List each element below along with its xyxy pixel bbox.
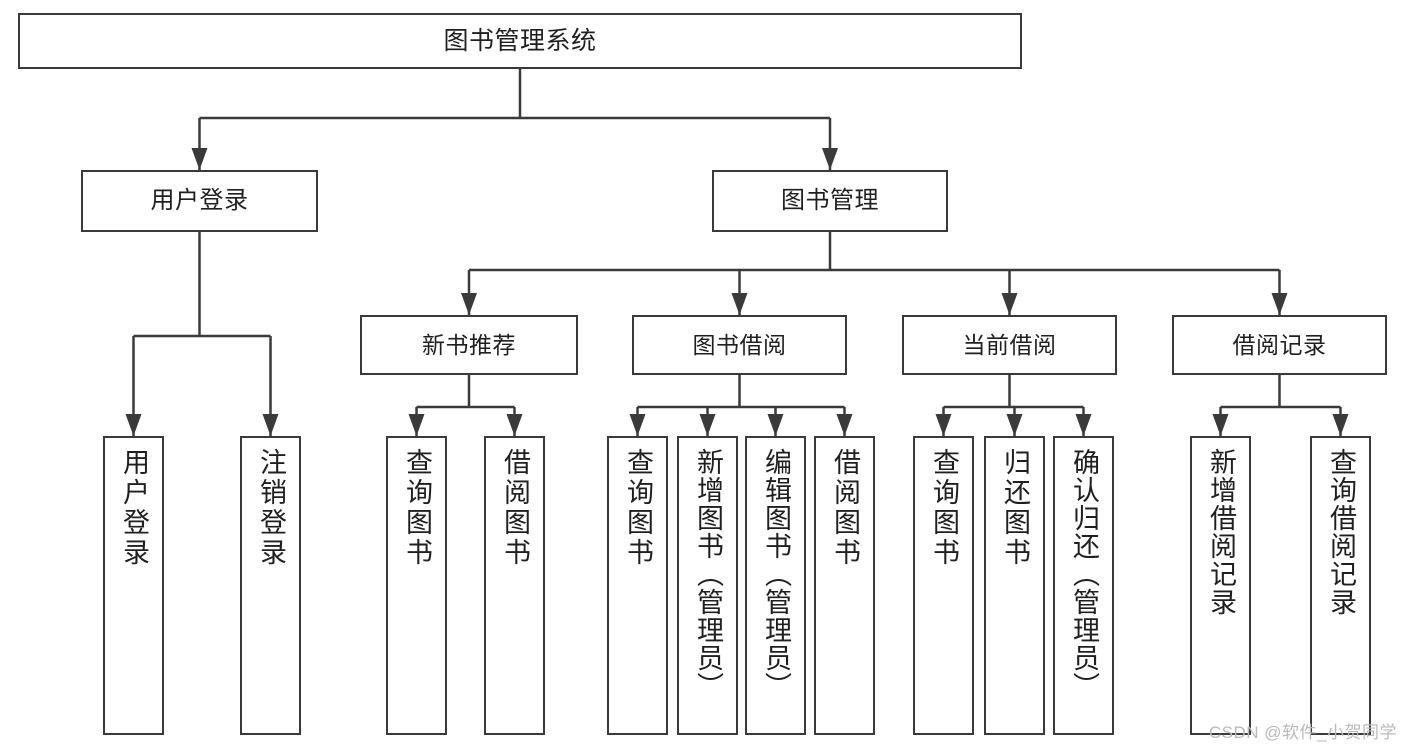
node-leaf-logout[interactable]: 注销登录 — [240, 436, 301, 735]
arrow-head — [262, 414, 279, 436]
node-label: 编辑图书（管理员） — [761, 448, 791, 700]
node-label: 当前借阅 — [962, 331, 1057, 358]
arrow-head — [629, 414, 646, 436]
node-leaf-query-record[interactable]: 查询借阅记录 — [1310, 436, 1371, 735]
arrow-head — [836, 414, 853, 436]
node-leaf-user-login[interactable]: 用户登录 — [103, 436, 164, 735]
node-label: 借阅记录 — [1232, 331, 1327, 358]
node-label: 新增图书（管理员） — [693, 448, 723, 700]
watermark-credit: CSDN @软件_小贺同学 — [1208, 723, 1397, 742]
arrow-head — [822, 148, 838, 170]
node-leaf-query-book-3[interactable]: 查询图书 — [913, 436, 974, 735]
node-root[interactable]: 图书管理系统 — [18, 13, 1022, 69]
node-label: 图书管理 — [781, 187, 879, 215]
arrow-head — [125, 414, 142, 436]
node-label: 借阅图书 — [830, 448, 860, 568]
node-label: 新增借阅记录 — [1206, 448, 1236, 616]
arrow-head — [731, 293, 748, 315]
node-label: 图书借阅 — [692, 331, 787, 358]
node-label: 查询图书 — [402, 448, 432, 568]
node-borrow-record[interactable]: 借阅记录 — [1172, 315, 1387, 375]
arrow-head — [1332, 414, 1349, 436]
node-book-manage[interactable]: 图书管理 — [712, 170, 948, 232]
arrow-head — [506, 414, 523, 436]
arrow-head — [935, 414, 952, 436]
node-leaf-query-book-1[interactable]: 查询图书 — [386, 436, 447, 735]
node-leaf-edit-book[interactable]: 编辑图书（管理员） — [745, 436, 806, 735]
node-leaf-borrow-book-2[interactable]: 借阅图书 — [814, 436, 875, 735]
node-leaf-borrow-book-1[interactable]: 借阅图书 — [484, 436, 545, 735]
node-leaf-query-book-2[interactable]: 查询图书 — [607, 436, 668, 735]
node-label: 归还图书 — [1000, 448, 1030, 568]
arrow-head — [699, 414, 716, 436]
node-leaf-return-book[interactable]: 归还图书 — [984, 436, 1045, 735]
arrow-head — [767, 414, 784, 436]
arrow-head — [1001, 293, 1018, 315]
node-label: 新书推荐 — [422, 331, 516, 358]
arrow-head — [1212, 414, 1229, 436]
arrow-head — [191, 148, 208, 170]
arrow-head — [1006, 414, 1023, 436]
node-book-borrow[interactable]: 图书借阅 — [632, 315, 847, 375]
node-leaf-add-book[interactable]: 新增图书（管理员） — [677, 436, 738, 735]
node-label: 借阅图书 — [500, 448, 530, 568]
node-label: 用户登录 — [119, 448, 149, 568]
node-leaf-confirm-return[interactable]: 确认归还（管理员） — [1053, 436, 1114, 735]
node-label: 用户登录 — [150, 187, 249, 215]
node-current-borrow[interactable]: 当前借阅 — [902, 315, 1117, 375]
node-label: 查询借阅记录 — [1326, 448, 1356, 616]
node-label: 图书管理系统 — [443, 26, 597, 55]
node-label: 注销登录 — [256, 448, 286, 568]
node-new-book-rec[interactable]: 新书推荐 — [360, 315, 578, 375]
node-user-login[interactable]: 用户登录 — [81, 170, 318, 232]
node-label: 查询图书 — [623, 448, 653, 568]
arrow-head — [461, 293, 477, 315]
arrow-head — [1075, 414, 1092, 436]
node-leaf-add-record[interactable]: 新增借阅记录 — [1190, 436, 1251, 735]
arrow-head — [408, 414, 425, 436]
arrow-head — [1271, 293, 1288, 315]
node-label: 查询图书 — [929, 448, 959, 568]
node-label: 确认归还（管理员） — [1069, 448, 1099, 700]
